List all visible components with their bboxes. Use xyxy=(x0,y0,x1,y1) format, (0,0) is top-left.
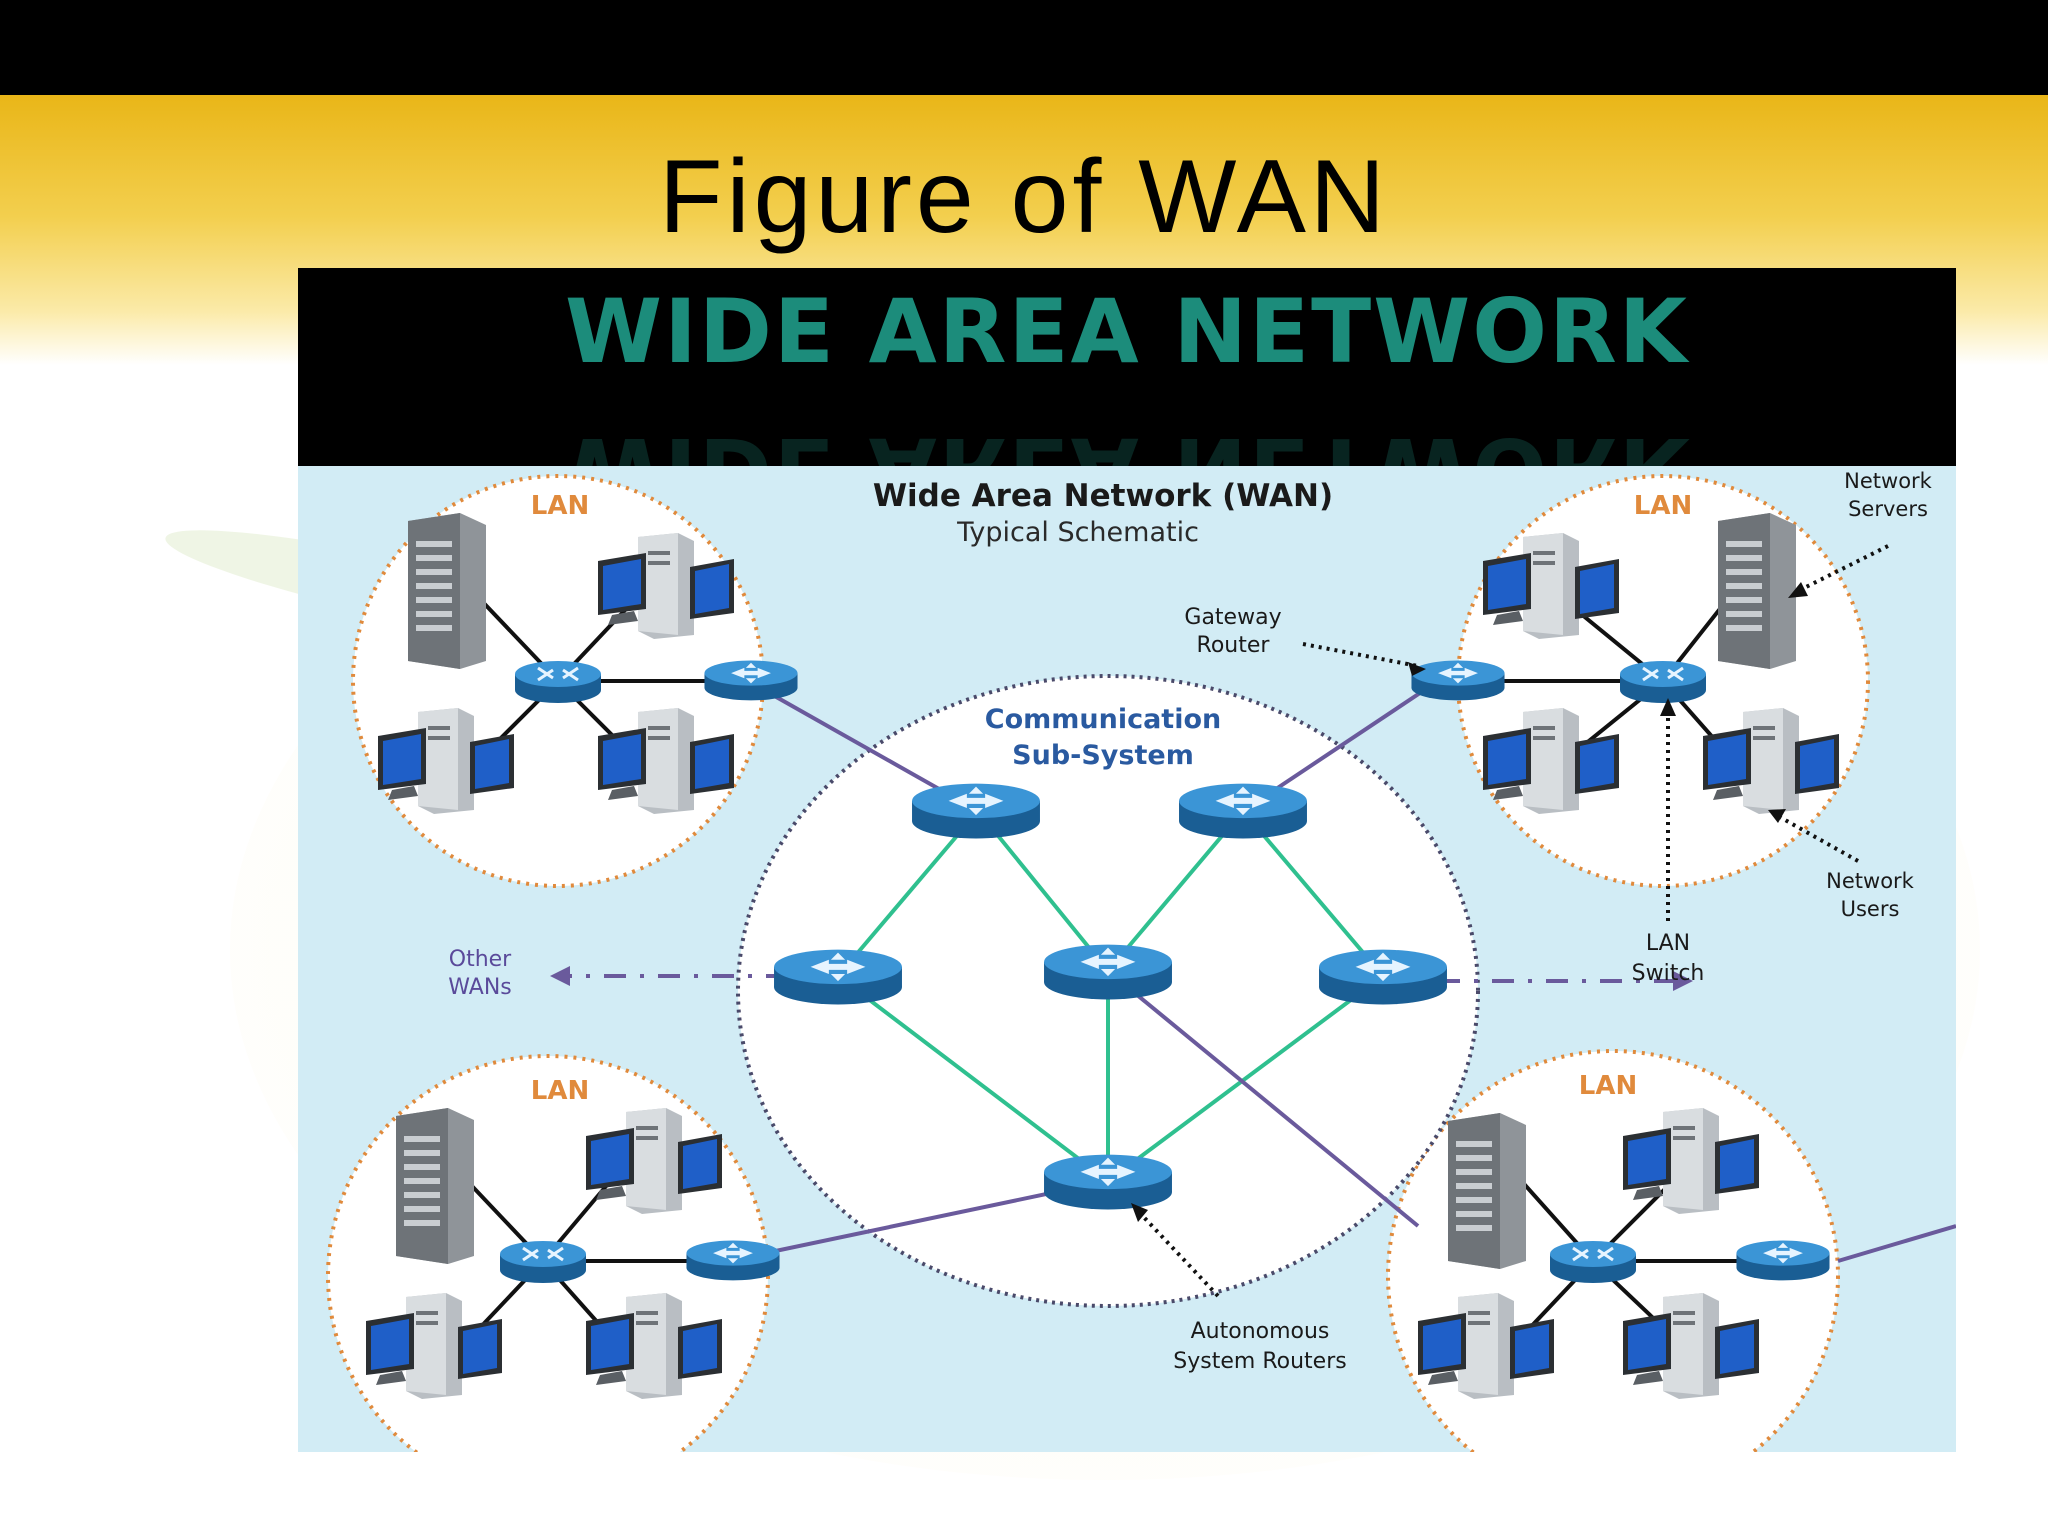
autonomous-routers-label-1: Autonomous xyxy=(1191,1319,1330,1344)
backbone-router-3 xyxy=(774,949,902,1005)
wan-diagram: Wide Area Network (WAN) Typical Schemati… xyxy=(298,466,1956,1452)
autonomous-routers-label-2: System Routers xyxy=(1173,1349,1346,1374)
callout-pointers xyxy=(1136,544,1889,1298)
comm-subsystem-line1: Communication xyxy=(985,704,1222,735)
wan-figure: WIDE AREA NETWORK WIDE AREA NETWORK xyxy=(298,268,1956,1452)
lan-label-top-left: LAN xyxy=(531,491,589,521)
lan-label-top-right: LAN xyxy=(1634,491,1692,521)
gateway-pointer-head xyxy=(1408,662,1426,676)
network-users-label-2: Users xyxy=(1841,897,1900,921)
backbone-router-1 xyxy=(912,783,1040,839)
gateway-router-top-right xyxy=(1411,660,1505,701)
backbone-router-6 xyxy=(1044,1154,1172,1210)
server-bottom-right xyxy=(1448,1113,1526,1269)
network-users-label-1: Network xyxy=(1826,869,1915,893)
network-servers-label-2: Servers xyxy=(1848,497,1928,521)
lan-switch-bottom-left xyxy=(498,1239,588,1285)
figure-header: WIDE AREA NETWORK WIDE AREA NETWORK xyxy=(298,268,1956,466)
arrow-right-head xyxy=(1673,971,1693,991)
slide-title: Figure of WAN xyxy=(658,139,1390,255)
network-servers-label-1: Network xyxy=(1844,469,1933,493)
backbone-router-4 xyxy=(1044,944,1172,1000)
lan-switch-label-2: Switch xyxy=(1632,961,1705,986)
arrow-left-head xyxy=(550,966,570,986)
backbone-router-2 xyxy=(1179,783,1307,839)
lan-switch-bottom-right xyxy=(1548,1239,1638,1285)
lan-switch-top-left xyxy=(513,659,603,705)
gateway-router-label-1: Gateway xyxy=(1184,605,1281,630)
figure-banner: WIDE AREA NETWORK xyxy=(565,280,1689,383)
auto-pointer-head xyxy=(1131,1203,1148,1222)
server-top-right xyxy=(1718,513,1796,669)
users-pointer-head xyxy=(1768,809,1786,823)
gateway-router-bottom-right xyxy=(1736,1240,1830,1281)
top-black-bar xyxy=(0,0,2048,95)
backbone-router-5 xyxy=(1319,949,1447,1005)
server-bottom-left xyxy=(396,1108,474,1264)
lan-switch-label-1: LAN xyxy=(1646,931,1690,956)
diagram-subtitle: Typical Schematic xyxy=(956,517,1199,548)
other-wans-label-2: WANs xyxy=(448,975,512,1000)
backbone-links xyxy=(836,809,1385,1183)
other-wans-label-1: Other xyxy=(449,947,512,972)
lan-label-bottom-right: LAN xyxy=(1579,1071,1637,1101)
gateway-router-top-left xyxy=(704,660,798,701)
other-wan-arrows xyxy=(563,974,1678,983)
server-top-left xyxy=(408,513,486,669)
lan-switch-top-right xyxy=(1618,659,1708,705)
gateway-router-label-2: Router xyxy=(1197,633,1271,658)
gateway-router-bottom-left xyxy=(686,1240,780,1281)
comm-subsystem-line2: Sub-System xyxy=(1012,740,1194,771)
figure-banner-reflection: WIDE AREA NETWORK xyxy=(298,418,1956,466)
servers-pointer-head xyxy=(1788,582,1808,598)
switch-pointer-head xyxy=(1660,698,1676,716)
diagram-title: Wide Area Network (WAN) xyxy=(873,478,1333,514)
lan-label-bottom-left: LAN xyxy=(531,1076,589,1106)
wan-schematic-svg: Wide Area Network (WAN) Typical Schemati… xyxy=(326,469,1956,1452)
